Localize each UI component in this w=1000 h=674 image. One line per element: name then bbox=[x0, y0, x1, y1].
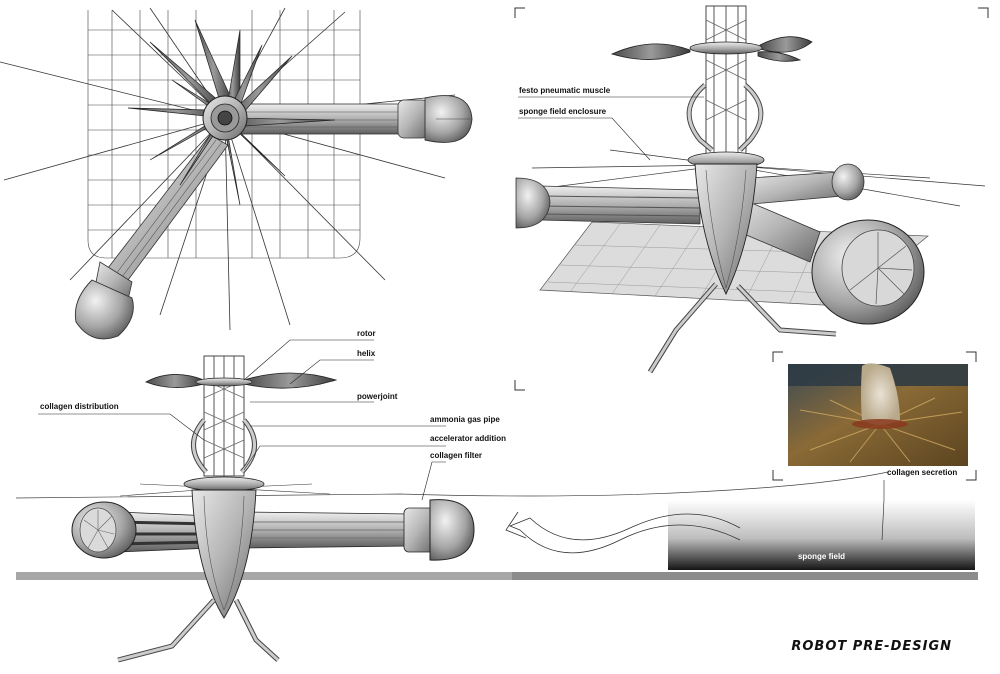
label-accelerator-addition: accelerator addition bbox=[430, 434, 507, 443]
rotor-blades-side bbox=[145, 372, 338, 389]
label-festo-pneumatic-muscle: festo pneumatic muscle bbox=[519, 86, 611, 95]
pipe-left-side bbox=[71, 501, 213, 559]
label-rotor: rotor bbox=[357, 329, 376, 338]
label-collagen-distribution: collagen distribution bbox=[40, 402, 119, 411]
sponge-field-block bbox=[668, 500, 975, 570]
leader-lines-persp bbox=[518, 96, 704, 161]
perspective-view-drawing bbox=[514, 5, 989, 391]
collagen-secretion-photo bbox=[772, 351, 977, 481]
label-sponge-field-enclosure: sponge field enclosure bbox=[519, 107, 607, 116]
seafloor-right bbox=[512, 572, 978, 580]
label-helix: helix bbox=[357, 349, 376, 358]
page-title: ROBOT PRE-DESIGN bbox=[791, 639, 952, 654]
label-powerjoint: powerjoint bbox=[357, 392, 398, 401]
pipe-left-persp bbox=[515, 177, 701, 229]
sensor-spikes bbox=[0, 7, 456, 331]
pipe-arm-left bbox=[74, 134, 229, 340]
rotor-blades-top bbox=[610, 36, 813, 62]
side-view-drawing bbox=[15, 339, 978, 663]
pipe-right-side bbox=[245, 499, 475, 561]
mast-side bbox=[191, 355, 257, 477]
legs-side bbox=[117, 598, 280, 663]
seafloor-left bbox=[16, 572, 512, 580]
label-sponge-field: sponge field bbox=[797, 552, 846, 561]
label-collagen-filter: collagen filter bbox=[430, 451, 483, 460]
mast-tower bbox=[686, 5, 764, 157]
top-view-drawing bbox=[0, 7, 473, 340]
label-ammonia-gas-pipe: ammonia gas pipe bbox=[430, 415, 500, 424]
body-side bbox=[183, 476, 265, 619]
body-persp bbox=[687, 151, 765, 296]
flow-arrow bbox=[505, 511, 741, 554]
label-collagen-secretion: collagen secretion bbox=[887, 468, 958, 477]
photo-brackets bbox=[772, 351, 977, 481]
leader-lines-side bbox=[38, 339, 885, 541]
pipe-right-persp bbox=[729, 163, 925, 325]
frame-brackets bbox=[514, 7, 989, 391]
